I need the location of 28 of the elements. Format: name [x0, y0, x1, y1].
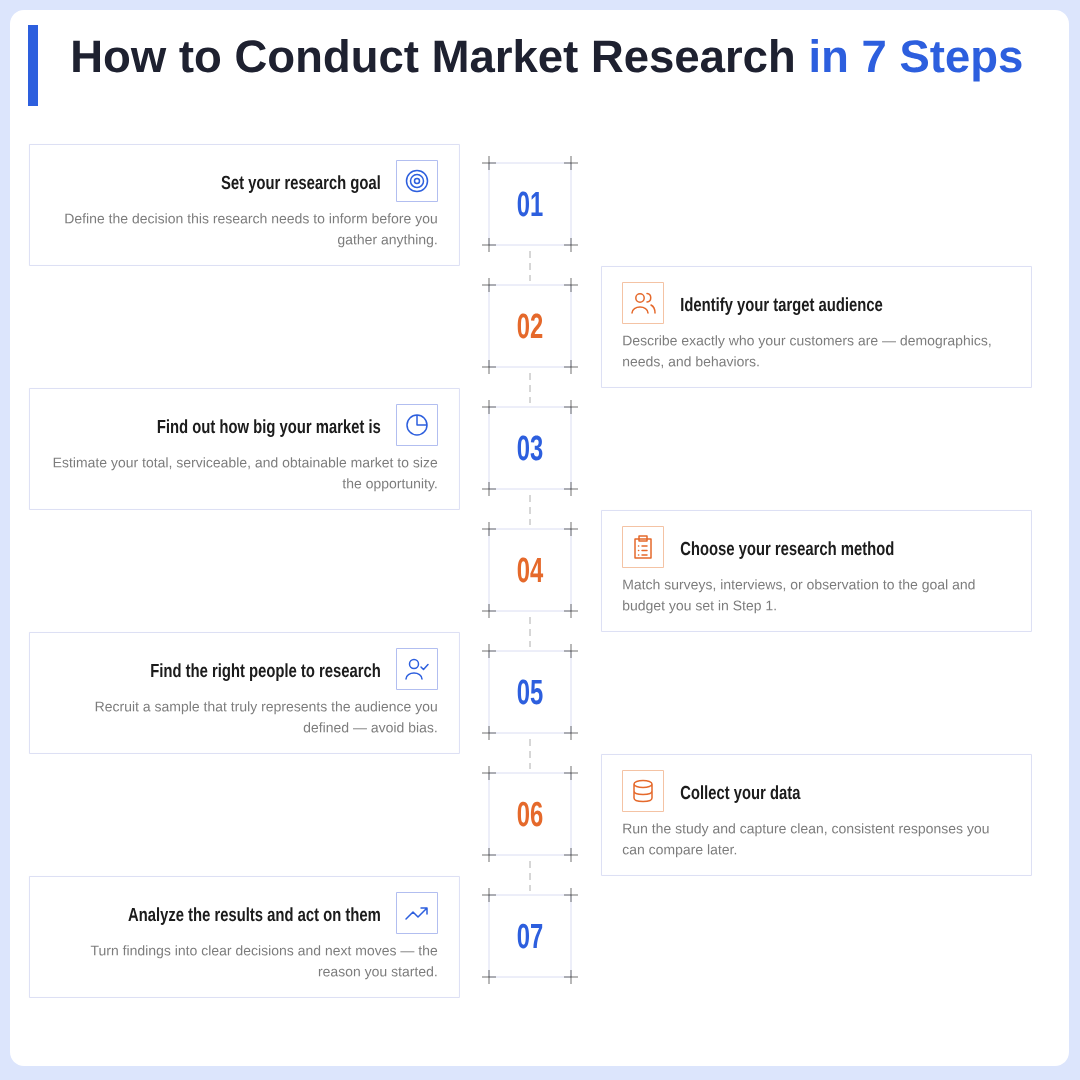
step-number-box: 06 [488, 772, 572, 856]
step-description: Turn findings into clear decisions and next moves — the reason you started. [90, 945, 438, 980]
connector [529, 738, 531, 770]
step-description: Define the decision this research needs to inform before you gather anything. [65, 213, 437, 248]
step-heading: Analyze the results and act on them [128, 907, 380, 925]
step-heading: Identify your target audience [681, 297, 883, 316]
step-heading: Collect your data [680, 785, 801, 803]
connector [529, 250, 531, 282]
step-heading: Choose your research method [680, 541, 894, 559]
step-description: Estimate your total, serviceable, and obtainable market to size the opportunity. [53, 457, 438, 492]
step-number-box: 02 [488, 284, 572, 368]
step-number-box: 05 [488, 650, 572, 734]
step-heading: Set your research goal [221, 175, 380, 194]
step-number-box: 01 [488, 162, 572, 246]
step-heading: Find out how big your market is [157, 419, 381, 438]
step-description: Describe exactly who your customers are — demographics, needs, and behaviors. [623, 335, 991, 369]
connector [529, 372, 531, 404]
step-number-box: 07 [488, 894, 572, 978]
step-heading: Find the right people to research [151, 663, 380, 682]
connector [529, 494, 531, 526]
connector [529, 860, 531, 892]
step-number-box: 04 [488, 528, 572, 612]
step-description: Run the study and capture clean, consistent responses you can compare later. [622, 823, 989, 858]
step-description: Match surveys, interviews, or observation to the goal and budget you set in Step 1. [623, 579, 975, 614]
connector [529, 616, 531, 648]
step-description: Recruit a sample that truly represents the audience you defined — avoid bias. [95, 701, 437, 733]
step-number-box: 03 [488, 406, 572, 490]
title: How to Conduct Market Research in 7 Steps [73, 39, 1022, 82]
